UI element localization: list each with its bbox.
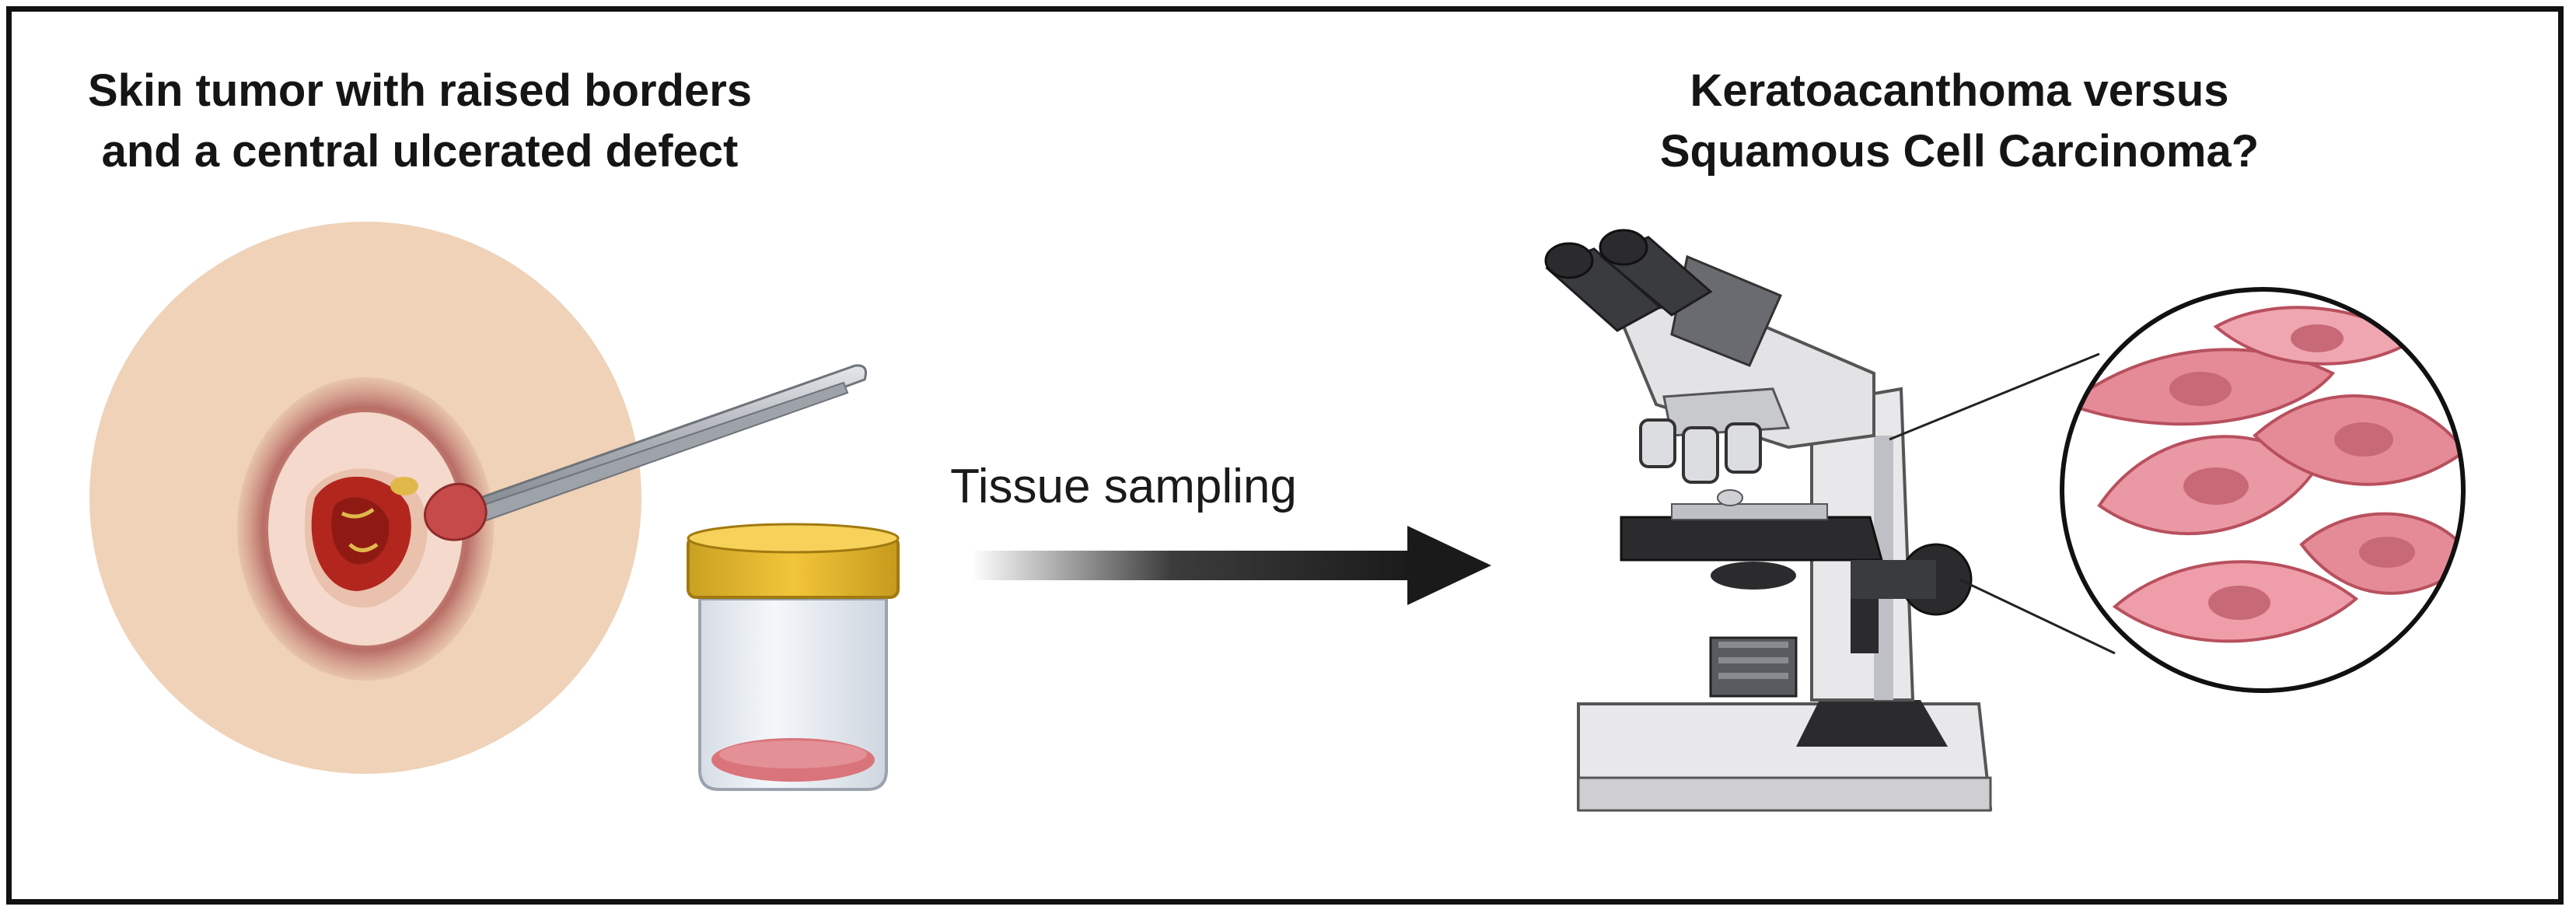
crust-spot [390,477,418,495]
right-title-line-2: Squamous Cell Carcinoma? [1659,126,2260,177]
arrow-head [1407,526,1491,605]
zoom-line-top [1889,352,2100,441]
process-arrow [972,526,1491,605]
eyepieces [1544,229,1713,332]
left-title-line-2: and a central ulcerated defect [101,126,739,177]
magnified-cells-icon [1889,287,2466,693]
skin-lesion-illustration [89,222,641,774]
crust-lines [341,507,379,552]
tissue-sample [424,482,488,541]
magnifier-outline [2060,287,2466,693]
tissue-sampling-label: Tissue sampling [950,460,1297,513]
left-title-line-1: Skin tumor with raised borders [87,65,753,116]
right-title: Keratoacanthoma versus Squamous Cell Car… [1571,61,2348,182]
left-title: Skin tumor with raised borders and a cen… [31,61,809,182]
zoom-line-bottom [1959,578,2116,655]
right-title-line-1: Keratoacanthoma versus [1690,65,2229,116]
forceps-icon [424,364,867,541]
specimen-jar-icon [687,523,900,791]
microscope-icon [1544,229,1993,812]
arrow-shaft [972,551,1415,580]
